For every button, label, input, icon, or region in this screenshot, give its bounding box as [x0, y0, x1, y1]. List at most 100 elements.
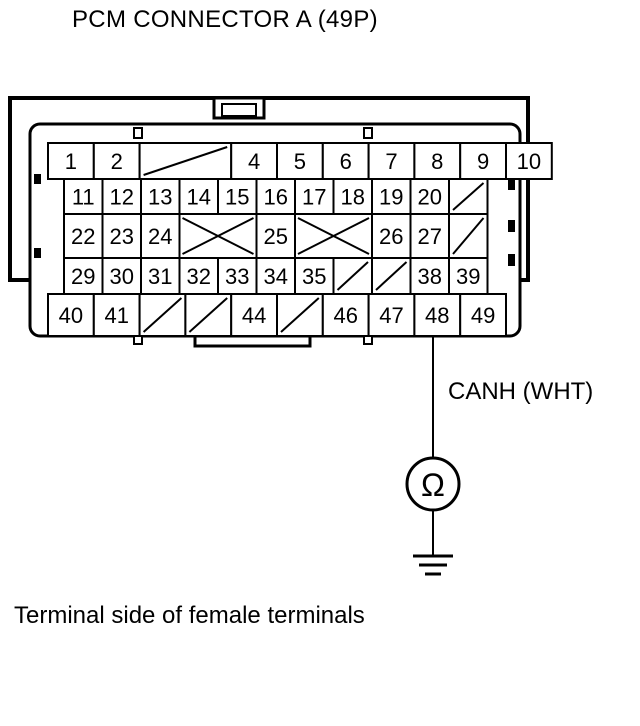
terminal-label: 13: [148, 185, 172, 210]
connector-side-mark-left-1: [34, 174, 41, 184]
terminal-47: 47: [367, 293, 416, 337]
terminal-2: 2: [92, 142, 141, 180]
terminal-4: 4: [230, 142, 278, 180]
terminal-7: 7: [367, 142, 416, 180]
terminal-label: 5: [294, 149, 306, 174]
connector-key-top-right: [363, 127, 373, 139]
terminal-label: 1: [65, 149, 77, 174]
terminal-24: 24: [140, 213, 181, 259]
terminal-label: 12: [110, 185, 134, 210]
terminal-10: 10: [505, 142, 553, 180]
terminal-8: 8: [413, 142, 462, 180]
terminal-19: 19: [371, 178, 412, 215]
terminal-label: 11: [72, 185, 95, 210]
terminal-22: 22: [63, 213, 104, 259]
terminal-label: 4: [248, 149, 260, 174]
terminal-label: 22: [71, 224, 95, 249]
terminal-label: 7: [385, 149, 397, 174]
terminal-label: 10: [517, 149, 541, 174]
terminal-label: 2: [111, 149, 123, 174]
ohmmeter-symbol: Ω: [421, 467, 445, 503]
terminal-label: 27: [418, 224, 442, 249]
connector-side-mark-left-2: [34, 248, 41, 258]
diagram-title: PCM CONNECTOR A (49P): [72, 6, 378, 33]
terminal-label: 46: [333, 303, 357, 328]
terminal-unused: [294, 213, 373, 259]
terminal-39: 39: [448, 257, 489, 295]
terminal-label: 20: [418, 185, 442, 210]
terminal-29: 29: [63, 257, 104, 295]
terminal-33: 33: [217, 257, 258, 295]
terminal-13: 13: [140, 178, 181, 215]
terminal-label: 38: [418, 264, 442, 289]
terminal-16: 16: [255, 178, 296, 215]
terminal-12: 12: [101, 178, 142, 215]
diagram-caption: Terminal side of female terminals: [14, 602, 365, 629]
terminal-25: 25: [255, 213, 296, 259]
terminal-unused: [138, 293, 187, 337]
terminal-label: 34: [264, 264, 288, 289]
terminal-49: 49: [459, 293, 508, 337]
connector-side-mark-right-2: [508, 220, 515, 232]
terminal-label: 14: [187, 185, 211, 210]
terminal-11: 11: [63, 178, 104, 215]
terminal-label: 49: [471, 303, 495, 328]
terminal-32: 32: [178, 257, 219, 295]
terminal-label: 26: [379, 224, 403, 249]
terminal-unused: [178, 213, 258, 259]
terminal-label: 44: [242, 303, 266, 328]
terminal-34: 34: [255, 257, 296, 295]
terminal-48: 48: [413, 293, 462, 337]
terminal-44: 44: [230, 293, 278, 337]
connector-bottom-rail: [193, 336, 312, 348]
terminal-5: 5: [276, 142, 324, 180]
terminal-label: 16: [264, 185, 288, 210]
terminal-9: 9: [459, 142, 508, 180]
terminal-label: 8: [431, 149, 443, 174]
terminal-label: 35: [302, 264, 326, 289]
terminal-label: 29: [71, 264, 95, 289]
terminal-label: 30: [110, 264, 134, 289]
terminal-35: 35: [294, 257, 335, 295]
terminal-label: 6: [340, 149, 352, 174]
terminal-27: 27: [409, 213, 450, 259]
terminal-label: 31: [148, 264, 172, 289]
connector-side-mark-right-1: [508, 178, 515, 190]
terminal-label: 47: [379, 303, 403, 328]
connector-key-top-left: [133, 127, 143, 139]
terminal-label: 23: [110, 224, 134, 249]
terminal-38: 38: [409, 257, 450, 295]
terminal-unused: [276, 293, 324, 337]
terminal-label: 32: [187, 264, 211, 289]
terminal-unused: [448, 178, 489, 215]
connector-latch-inner: [221, 103, 257, 117]
wire-label: CANH (WHT): [448, 378, 594, 405]
terminal-14: 14: [178, 178, 219, 215]
terminal-label: 25: [264, 224, 288, 249]
terminal-label: 33: [225, 264, 249, 289]
terminal-label: 41: [104, 303, 128, 328]
terminal-unused: [332, 257, 373, 295]
terminal-20: 20: [409, 178, 450, 215]
terminal-30: 30: [101, 257, 142, 295]
terminal-1: 1: [47, 142, 95, 180]
terminal-label: 48: [425, 303, 449, 328]
terminal-40: 40: [47, 293, 95, 337]
ground-icon: [413, 554, 453, 576]
terminal-unused: [138, 142, 233, 180]
terminal-label: 39: [456, 264, 480, 289]
terminal-6: 6: [321, 142, 370, 180]
terminal-label: 19: [379, 185, 403, 210]
terminal-46: 46: [321, 293, 370, 337]
connector-side-mark-right-3: [508, 254, 515, 266]
terminal-label: 18: [341, 185, 365, 210]
terminal-41: 41: [92, 293, 141, 337]
terminal-label: 15: [225, 185, 249, 210]
terminal-18: 18: [332, 178, 373, 215]
terminal-17: 17: [294, 178, 335, 215]
terminal-31: 31: [140, 257, 181, 295]
terminal-15: 15: [217, 178, 258, 215]
terminal-label: 40: [59, 303, 83, 328]
